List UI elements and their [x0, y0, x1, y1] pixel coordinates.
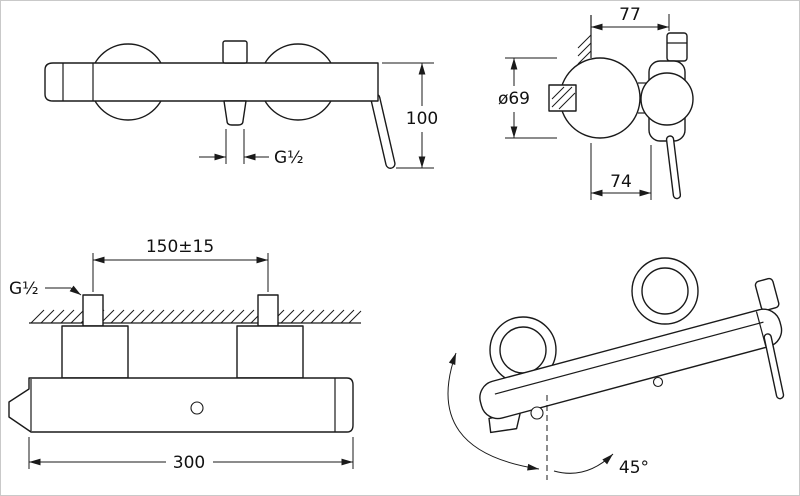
flange-diameter-dimension: ø69 — [498, 57, 557, 139]
dim-arrow-icon — [591, 189, 603, 197]
dim-label-depth: 77 — [619, 5, 641, 25]
dim-label-inlet-spacing: 150±15 — [146, 237, 214, 257]
dim-label-height: 100 — [406, 109, 438, 129]
rotation-arrow-icon — [448, 351, 460, 365]
screw-hole — [190, 401, 204, 415]
inlet-stub — [548, 84, 577, 112]
inlet-thread-callout: G½ — [9, 279, 83, 299]
dim-label-inlet-thread: G½ — [9, 279, 39, 299]
dim-arrow-icon — [510, 126, 518, 138]
rotation-arrow-icon — [527, 463, 540, 473]
shower-outlet — [754, 277, 780, 312]
length-dimension: 300 — [28, 437, 354, 473]
leader-arrow-icon — [69, 285, 83, 298]
inlet-stub-left — [82, 294, 104, 327]
height-dimension: 100 — [382, 62, 438, 169]
lever-handle — [665, 135, 682, 200]
body-bar — [479, 308, 783, 420]
dim-label-length: 300 — [173, 453, 205, 473]
aerator-dot — [652, 376, 664, 388]
front-view: 100 G½ — [44, 40, 438, 169]
dim-arrow-icon — [418, 63, 426, 75]
dim-label-flange-diameter: ø69 — [498, 89, 530, 109]
wall-section — [577, 15, 592, 70]
perspective-view: 45° — [447, 257, 785, 480]
body-contour-line — [494, 321, 764, 395]
mounting-block-right — [236, 325, 304, 379]
mixer-body-perspective — [479, 308, 783, 434]
depth-dimension: 77 — [591, 5, 670, 31]
dim-label-swivel-angle: 45° — [619, 458, 649, 478]
dim-arrow-icon — [214, 153, 226, 161]
side-view: 77 ø69 74 — [498, 5, 694, 200]
wall-hatch — [30, 309, 362, 324]
dim-arrow-icon — [341, 458, 353, 466]
inlet-spacing-dimension: 150±15 — [92, 237, 269, 292]
dim-arrow-icon — [244, 153, 256, 161]
shower-outlet — [666, 32, 688, 62]
wall-hatch — [577, 34, 592, 70]
mounting-block-left — [61, 325, 129, 379]
lever-handle — [763, 333, 785, 400]
angle-arc — [553, 453, 614, 474]
spout-outlet-dot — [530, 406, 544, 420]
angle-dimension: 45° — [553, 451, 649, 478]
inlet-stub-hatch — [551, 86, 576, 110]
mixer-body — [44, 62, 379, 102]
dim-label-outlet-thread: G½ — [274, 148, 304, 168]
handle-knob — [640, 72, 694, 126]
rotation-arrow — [447, 351, 540, 473]
plan-view: 150±15 G½ 300 — [8, 237, 362, 473]
dim-label-offset: 74 — [610, 172, 632, 192]
outlet-thread-dimension: G½ — [199, 129, 304, 168]
wall-flange-lower-inner — [499, 326, 547, 374]
offset-dimension: 74 — [590, 143, 652, 200]
mixer-body-plan — [8, 377, 354, 433]
rotation-arc — [447, 352, 540, 470]
lever-handle — [370, 93, 396, 169]
dim-arrow-icon — [29, 458, 41, 466]
dim-arrow-icon — [639, 189, 651, 197]
dim-arrow-icon — [657, 23, 669, 31]
dim-arrow-icon — [418, 156, 426, 168]
wall-flange-upper-inner — [641, 267, 689, 315]
bottom-outlet — [223, 100, 247, 126]
dim-arrow-icon — [591, 23, 603, 31]
dim-arrow-icon — [256, 256, 268, 264]
dim-arrow-icon — [93, 256, 105, 264]
angle-arrow-icon — [602, 451, 616, 465]
inlet-stub-right — [257, 294, 279, 327]
top-outlet — [222, 40, 248, 64]
dim-arrow-icon — [510, 58, 518, 70]
